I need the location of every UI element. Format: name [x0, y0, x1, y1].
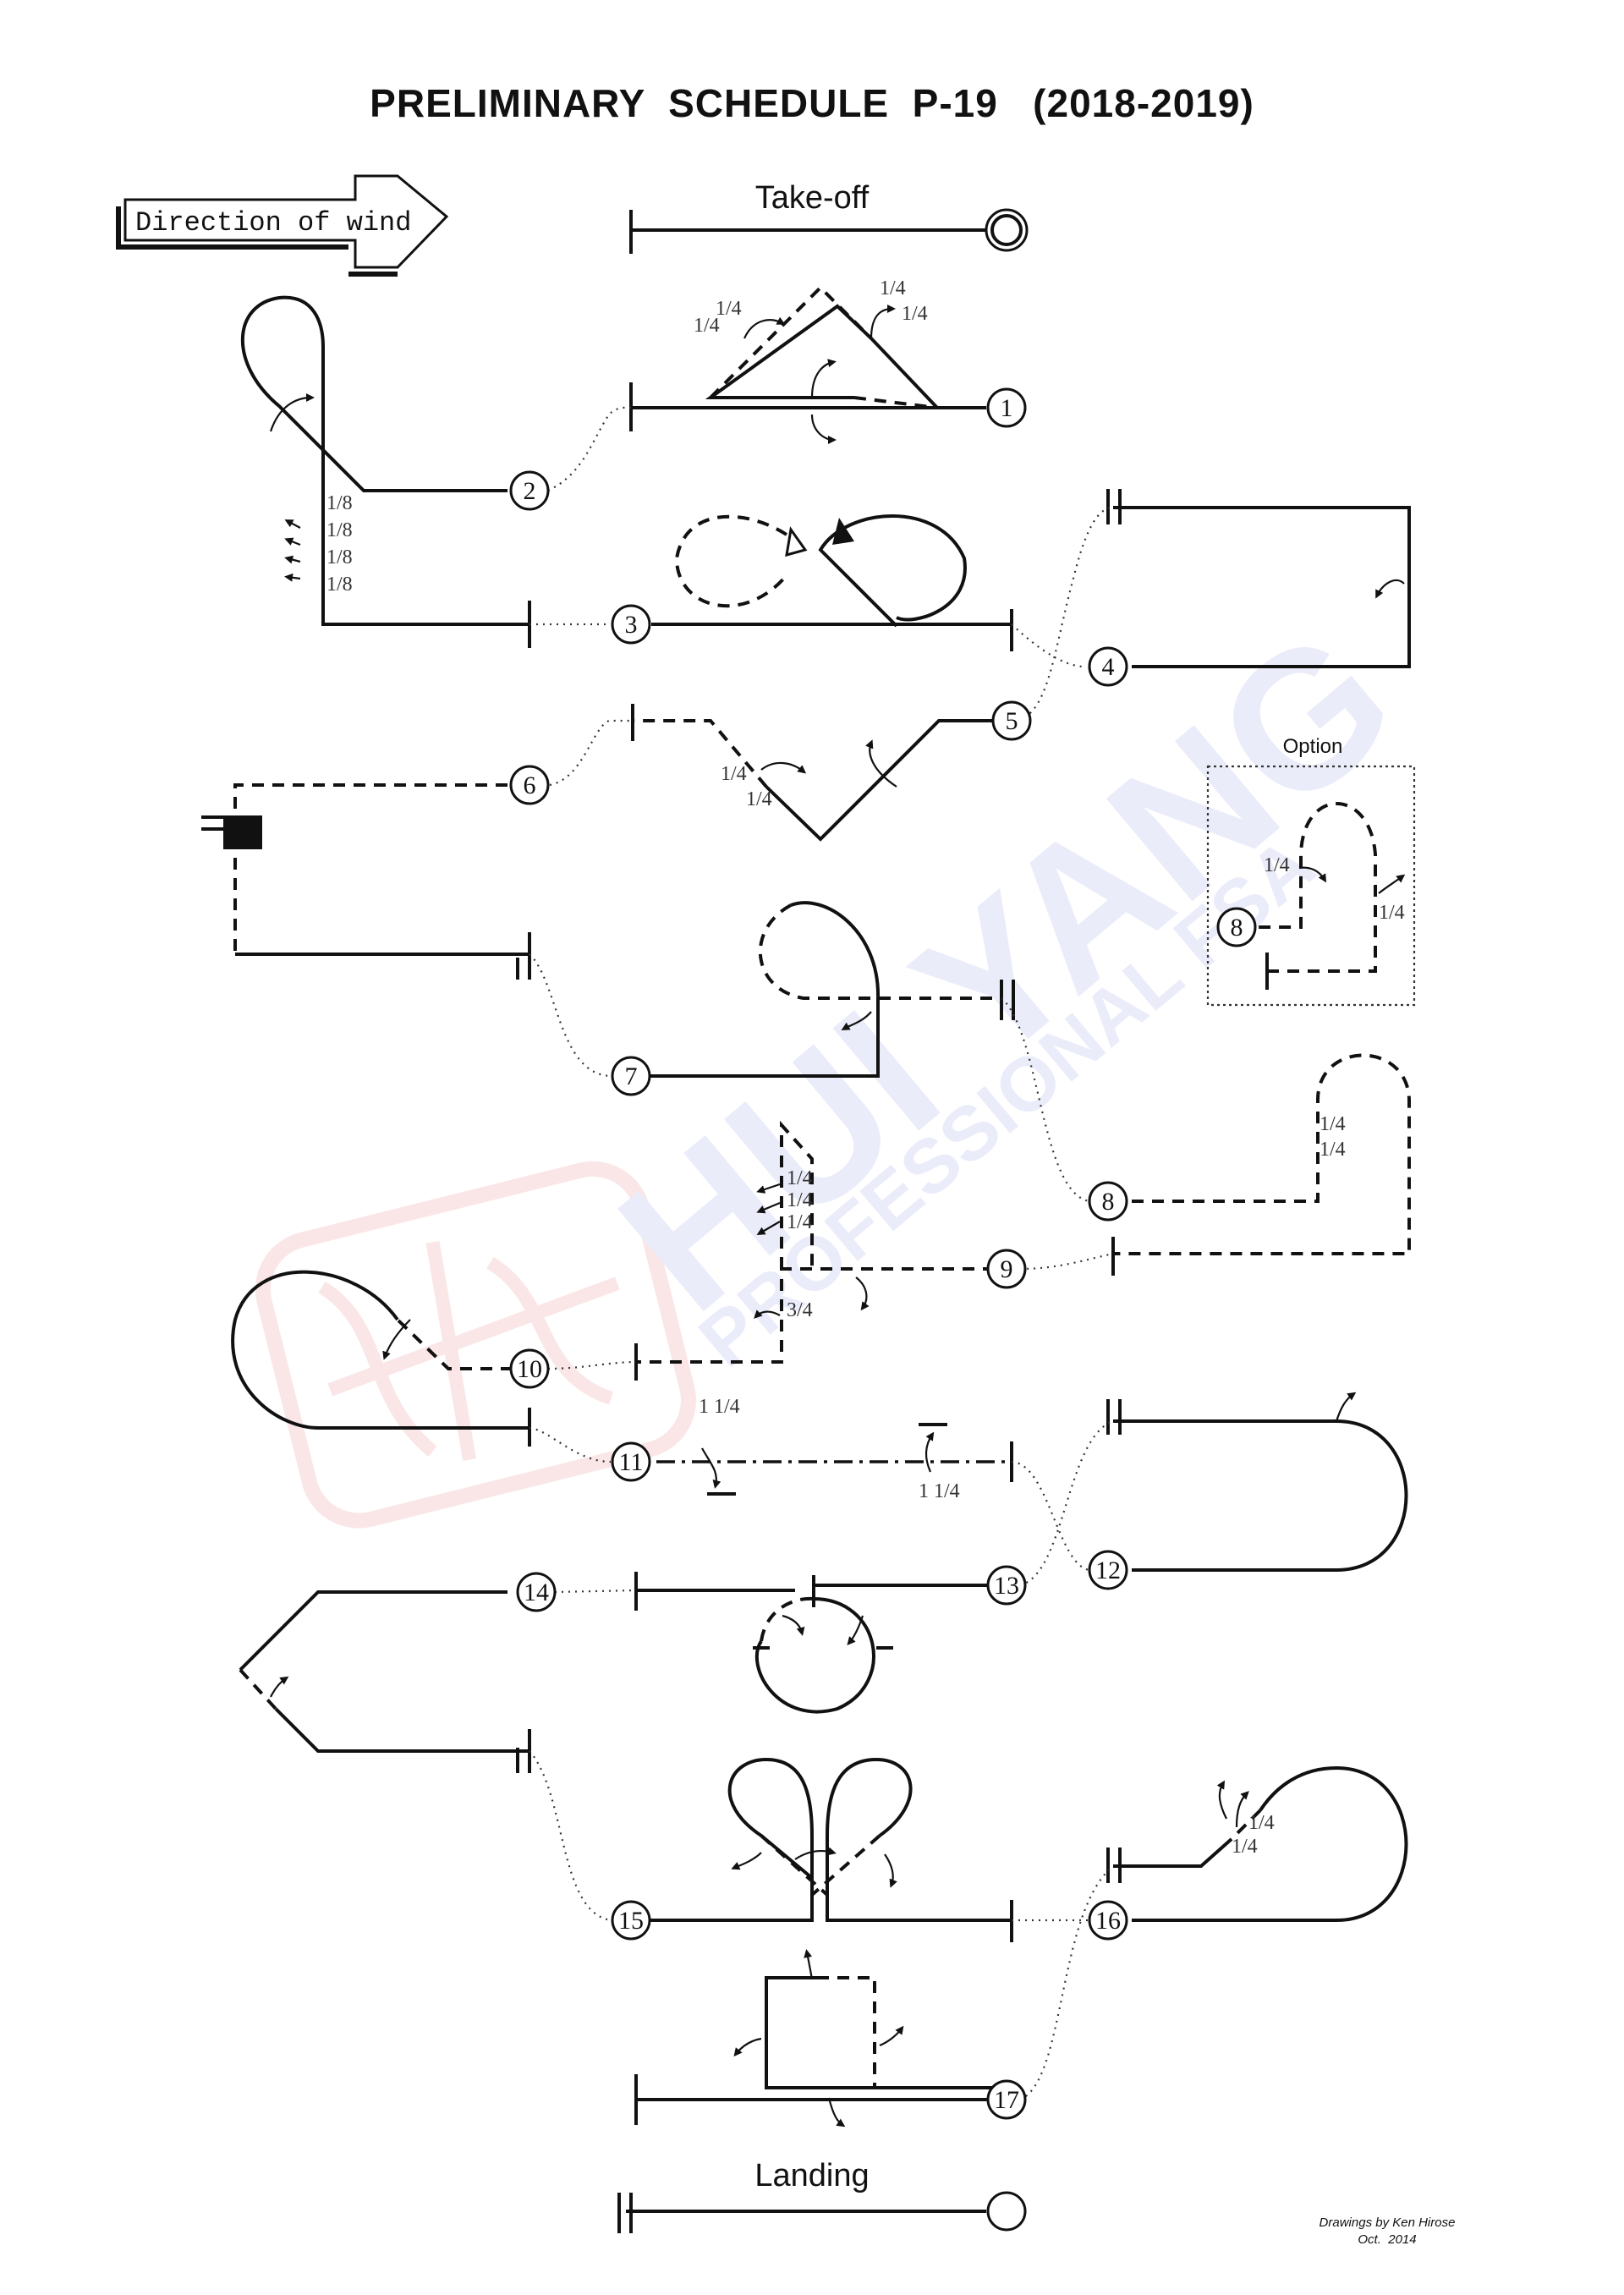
connectors	[529, 406, 1114, 2101]
svg-text:1/8: 1/8	[326, 574, 353, 596]
svg-text:1/4: 1/4	[1320, 1139, 1346, 1161]
maneuver-4-marker: 4	[1088, 646, 1128, 687]
svg-text:1 1/4: 1 1/4	[699, 1396, 740, 1418]
page-title: PRELIMINARY SCHEDULE P-19 (2018-2019)	[370, 81, 1254, 125]
maneuver-15-marker: 15	[611, 1900, 651, 1941]
svg-text:3: 3	[625, 611, 638, 639]
svg-text:1/4: 1/4	[902, 303, 928, 325]
maneuver-8-marker: 8	[1088, 1181, 1128, 1222]
watermark: HUI YANG PROFESSIONAL FSA	[255, 587, 1433, 1529]
takeoff-label: Take-off	[755, 180, 870, 216]
wind-label: Direction of wind	[135, 207, 411, 239]
svg-text:10: 10	[517, 1355, 542, 1383]
maneuver-13-marker: 13	[986, 1565, 1027, 1606]
option-label: Option	[1283, 735, 1343, 758]
svg-text:1/4: 1/4	[787, 1189, 813, 1211]
maneuver-7-marker: 7	[611, 1056, 651, 1096]
svg-text:1/4: 1/4	[1264, 854, 1290, 876]
svg-text:4: 4	[1102, 653, 1115, 681]
landing: Landing	[617, 2158, 1027, 2233]
maneuver-2-marker: 2	[509, 470, 550, 511]
maneuver-3-marker: 3	[611, 604, 651, 645]
option-box: Option 8 1/4 1/4	[1206, 735, 1416, 1007]
credit-line-1: Drawings by Ken Hirose	[1320, 2215, 1456, 2230]
svg-text:1/4: 1/4	[721, 763, 747, 785]
svg-text:1/8: 1/8	[326, 519, 353, 541]
maneuver-11-marker: 11	[611, 1441, 651, 1482]
wind-indicator: Direction of wind	[116, 174, 449, 277]
svg-text:7: 7	[625, 1062, 638, 1090]
svg-text:6: 6	[524, 771, 536, 799]
svg-text:1/8: 1/8	[326, 546, 353, 568]
maneuver-17-marker: 17	[986, 2079, 1027, 2120]
svg-text:1/4: 1/4	[716, 298, 742, 320]
svg-text:1/8: 1/8	[326, 492, 353, 514]
svg-text:11: 11	[619, 1448, 644, 1476]
svg-text:8: 8	[1102, 1188, 1115, 1216]
svg-text:3/4: 3/4	[787, 1299, 813, 1321]
landing-label: Landing	[754, 2158, 869, 2193]
seal-stamp	[255, 1161, 696, 1529]
maneuver-6-marker: 6	[509, 765, 550, 805]
svg-text:1/4: 1/4	[1248, 1812, 1275, 1834]
fraction-labels: 1/4 1/4 1/4 1/4 1/8 1/8 1/8 1/8 1/4 1/4 …	[326, 277, 1346, 1858]
maneuver-10-marker: 10	[509, 1348, 550, 1389]
svg-text:2: 2	[524, 477, 536, 505]
svg-text:14: 14	[524, 1578, 549, 1606]
takeoff: Take-off	[629, 180, 1029, 254]
maneuver-markers: 1 2 3 4 5 6 7 8 9 10 11 12 13 14 15 16 1…	[509, 387, 1128, 2120]
svg-text:1/4: 1/4	[1232, 1836, 1258, 1858]
svg-text:1/4: 1/4	[1379, 902, 1405, 924]
option-number: 8	[1231, 914, 1243, 942]
svg-text:17: 17	[994, 2086, 1019, 2114]
maneuver-9-marker: 9	[986, 1249, 1027, 1289]
svg-text:13: 13	[994, 1572, 1019, 1600]
maneuver-12-marker: 12	[1088, 1550, 1128, 1590]
maneuver-14-marker: 14	[516, 1572, 557, 1612]
spin-flag-icon	[223, 815, 262, 849]
svg-text:1/4: 1/4	[787, 1211, 813, 1233]
svg-text:1: 1	[1001, 394, 1013, 422]
svg-text:1/4: 1/4	[787, 1167, 813, 1189]
maneuver-5-marker: 5	[991, 700, 1032, 741]
svg-text:15: 15	[618, 1907, 644, 1935]
svg-text:1/4: 1/4	[694, 315, 720, 337]
svg-text:1/4: 1/4	[880, 277, 906, 299]
svg-text:5: 5	[1006, 707, 1018, 735]
svg-text:1/4: 1/4	[746, 788, 772, 810]
svg-text:1 1/4: 1 1/4	[919, 1480, 960, 1502]
credit: Drawings by Ken Hirose Oct. 2014	[1320, 2215, 1456, 2247]
maneuver-16-marker: 16	[1088, 1900, 1128, 1941]
svg-text:1/4: 1/4	[1320, 1113, 1346, 1135]
svg-text:16: 16	[1095, 1907, 1121, 1935]
svg-text:9: 9	[1001, 1255, 1013, 1283]
svg-text:12: 12	[1095, 1557, 1121, 1584]
maneuver-1-marker: 1	[986, 387, 1027, 428]
credit-line-2: Oct. 2014	[1358, 2232, 1416, 2247]
